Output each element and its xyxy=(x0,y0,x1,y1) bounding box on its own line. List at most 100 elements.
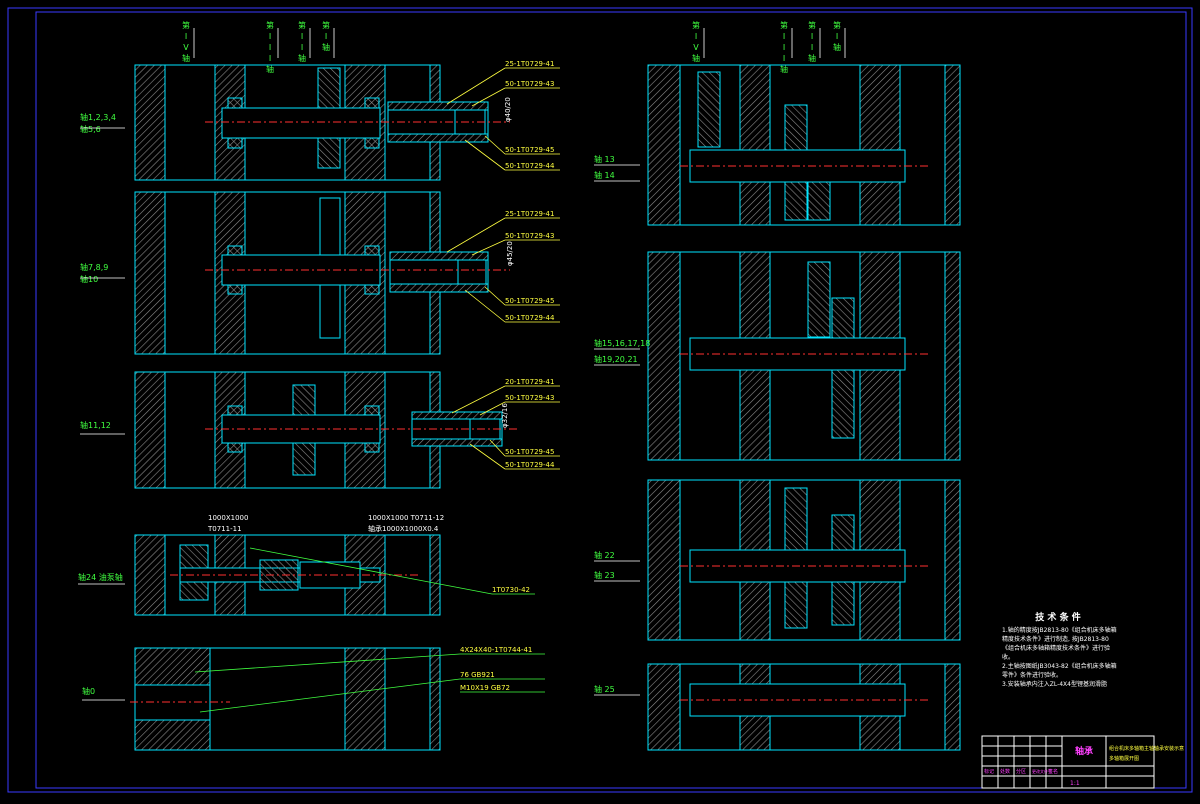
part-callout: 50-1T0729-45 xyxy=(505,448,554,456)
part-callout: 50-1T0729-44 xyxy=(505,162,555,170)
axis-mark-char: 第 xyxy=(808,20,816,30)
callout-leader xyxy=(464,139,506,171)
callout-leader xyxy=(451,385,506,414)
callout-leader xyxy=(464,289,506,323)
axis-mark-char: I xyxy=(836,32,838,41)
shaft-side-label: 轴19,20,21 xyxy=(594,354,638,364)
part-callout: 50-1T0729-44 xyxy=(505,314,555,322)
axis-mark-char: I xyxy=(811,43,813,52)
shaft-side-label: 轴10 xyxy=(80,274,98,284)
callout-leader xyxy=(199,678,461,713)
axis-mark-char: I xyxy=(269,43,271,52)
shaft-side-label: 轴 22 xyxy=(594,550,615,560)
callout-leader xyxy=(484,286,506,306)
shaft-side-label: 轴1,2,3,4 xyxy=(80,112,116,122)
tech-note-line: 3.安装轴承内注入ZL-4X4型锂基润滑脂 xyxy=(1002,680,1107,688)
outer-frame xyxy=(7,7,1193,793)
axis-mark-char: I xyxy=(811,32,813,41)
dimension-label: φ45/20 xyxy=(506,241,514,266)
panel-shaft-3 xyxy=(134,371,520,489)
axis-mark-char: 轴 xyxy=(833,42,841,52)
axis-mark-char: I xyxy=(269,54,271,63)
title-part-name: 轴承 xyxy=(1075,745,1093,757)
axis-mark-char: I xyxy=(783,32,785,41)
panel-shaft-1 xyxy=(134,64,510,181)
tech-note-line: 精度技术条件》进行制造, 按JB2813-80 xyxy=(1002,635,1109,643)
shaft-side-label: 轴 23 xyxy=(594,570,615,580)
panel-shaft-2 xyxy=(134,191,510,355)
panel-pump-shaft xyxy=(134,534,441,616)
tech-note-line: 2.主轴按图纸JB3043-82《组合机床多轴箱 xyxy=(1002,662,1117,670)
callout-leader xyxy=(194,653,461,673)
part-callout: 4X24X40-1T0744-41 xyxy=(460,646,532,654)
part-callout: 50-1T0729-43 xyxy=(505,80,554,88)
tech-note-line: 零件》条件进行验收。 xyxy=(1002,671,1062,679)
axis-mark-char: I xyxy=(269,32,271,41)
title-row-label: 处数 xyxy=(1000,768,1010,775)
part-callout: 20-1T0729-41 xyxy=(505,378,554,386)
title-scale: 1:1 xyxy=(1070,780,1080,787)
axis-mark-char: 第 xyxy=(833,20,841,30)
shaft-side-label: 轴15,16,17,18 xyxy=(594,338,650,348)
shaft-side-label: 轴 25 xyxy=(594,684,615,694)
dimension-label: φ32/16 xyxy=(501,403,509,428)
part-callout: 25-1T0729-41 xyxy=(505,210,554,218)
callout-labels: 轴1,2,3,4轴5,625-1T0729-4150-1T0729-4350-1… xyxy=(78,60,650,713)
dimension-label: φ40/20 xyxy=(504,97,512,122)
bearing-label: 轴承1000X1000X0.4 xyxy=(368,524,439,533)
axis-mark-char: 第 xyxy=(780,20,788,30)
title-row-label: 标记 xyxy=(984,768,994,775)
part-callout: 50-1T0729-45 xyxy=(505,297,554,305)
callout-leader xyxy=(446,67,506,105)
axis-mark-char: 第 xyxy=(322,20,330,30)
title-row-label: 签名 xyxy=(1048,768,1058,775)
axis-mark-char: 轴 xyxy=(808,53,816,63)
part-callout: 1T0730-42 xyxy=(492,586,530,594)
inner-frame xyxy=(35,11,1187,789)
panel-shaft-15 xyxy=(647,251,961,461)
title-block: 轴承 组合机床多轴箱主轴轴承安装示意 多轴箱展开图 1:1 标记 处数 分区 更… xyxy=(981,735,1184,789)
axis-mark-char: 轴 xyxy=(182,53,190,63)
axis-mark-char: 轴 xyxy=(692,53,700,63)
shaft-side-label: 轴 14 xyxy=(594,170,615,180)
panel-shaft-25 xyxy=(647,663,961,751)
title-row-label: 分区 xyxy=(1016,768,1026,775)
shaft-side-label: 轴7,8,9 xyxy=(80,262,108,272)
part-callout: 25-1T0729-41 xyxy=(505,60,554,68)
axis-mark-char: I xyxy=(783,54,785,63)
part-callout: M10X19 GB72 xyxy=(460,684,510,692)
axis-mark-char: V xyxy=(183,43,189,52)
axis-mark-char: V xyxy=(693,43,699,52)
technical-notes: 技 术 条 件 1.轴的精度按JB2813-80《组合机床多轴箱 精度技术条件》… xyxy=(1002,611,1117,688)
part-callout: 50-1T0729-43 xyxy=(505,232,554,240)
bearing-label: 1000X1000 T0711-12 xyxy=(368,514,444,522)
callout-leader xyxy=(479,401,506,416)
part-callout: 50-1T0729-43 xyxy=(505,394,554,402)
callout-leader xyxy=(489,439,506,457)
part-callout: 50-1T0729-45 xyxy=(505,146,554,154)
axis-mark-char: I xyxy=(695,32,697,41)
bearing-label: 1000X1000 xyxy=(208,514,248,522)
title-drawing: 组合机床多轴箱主轴轴承安装示意 xyxy=(1109,745,1184,752)
axis-mark-char: I xyxy=(301,32,303,41)
bearing-label: T0711-11 xyxy=(207,525,242,533)
axis-mark-char: 第 xyxy=(266,20,274,30)
callout-leader xyxy=(484,135,506,155)
axis-mark-char: I xyxy=(325,32,327,41)
callout-leader xyxy=(471,87,506,107)
callout-leader xyxy=(471,239,506,256)
axis-mark-char: 轴 xyxy=(298,53,306,63)
panel-shaft-0 xyxy=(130,647,441,751)
tech-title: 技 术 条 件 xyxy=(1035,611,1080,623)
axis-mark-char: 轴 xyxy=(266,64,274,74)
callout-leader xyxy=(249,547,493,595)
callout-leader xyxy=(446,217,506,253)
title-sub: 多轴箱展开图 xyxy=(1109,755,1139,762)
tech-note-line: 1.轴的精度按JB2813-80《组合机床多轴箱 xyxy=(1002,626,1117,634)
axis-mark-char: I xyxy=(185,32,187,41)
axis-mark-char: 轴 xyxy=(322,42,330,52)
